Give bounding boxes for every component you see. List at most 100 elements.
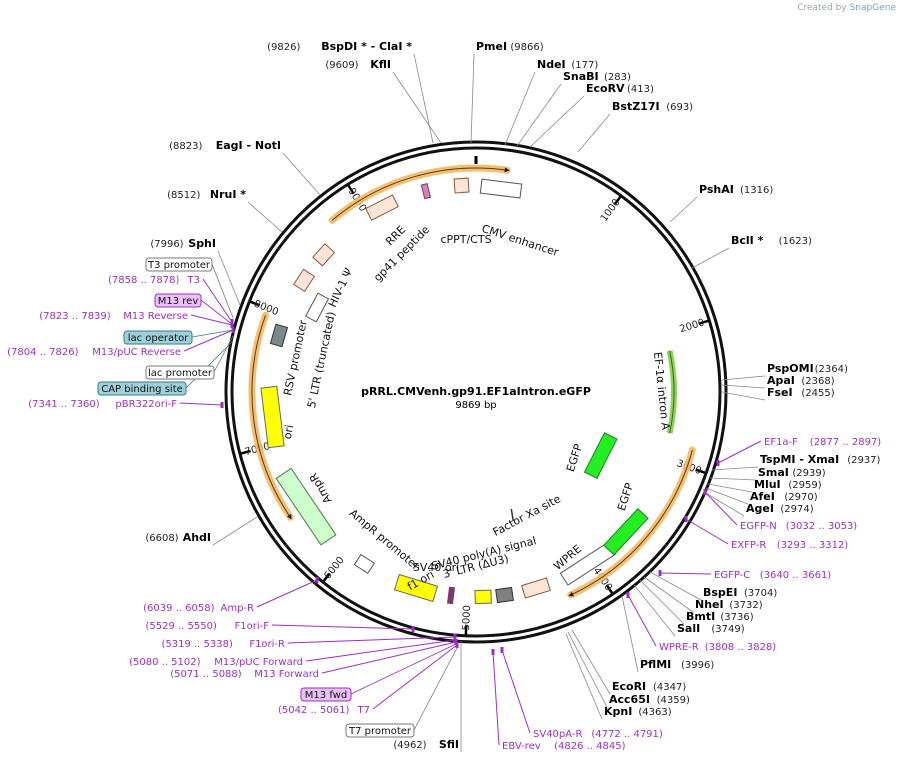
site-leader	[504, 71, 536, 146]
site-name: ApaI	[767, 374, 795, 387]
site-name: SfiI	[439, 738, 459, 751]
boxed-label-text: lac operator	[128, 333, 189, 344]
feature-label: ori	[281, 424, 296, 440]
site-leader	[565, 633, 603, 720]
primer-mark	[626, 592, 630, 598]
site-position: (4347)	[653, 682, 686, 693]
polya-shape	[495, 586, 514, 604]
primer-position: (7823 .. 7839)	[39, 311, 111, 322]
site-position: (413)	[627, 84, 654, 95]
primer-position: (4826 .. 4845)	[554, 741, 626, 752]
site-leader	[707, 483, 753, 493]
site-leader	[703, 491, 745, 517]
rsv-promoter-shape	[304, 292, 330, 323]
site-position: (9609)	[325, 60, 358, 71]
site-position: (2974)	[780, 504, 813, 515]
tick-mark	[695, 468, 706, 475]
site-position: (3736)	[720, 612, 753, 623]
primer-position: (7804 .. 7826)	[7, 347, 79, 358]
primer-position: (3640 .. 3661)	[760, 570, 832, 581]
site-position: (3996)	[681, 660, 714, 671]
site-position: (2364)	[815, 364, 848, 375]
f1ori-shape	[393, 573, 439, 603]
site-leader	[621, 595, 639, 673]
tick-label: 2000	[678, 317, 706, 335]
site-leader	[711, 466, 759, 471]
cppt-shape	[453, 177, 470, 194]
primer-leader	[321, 641, 457, 674]
primer-mark	[716, 460, 720, 466]
credit-prefix: Created by	[797, 3, 847, 13]
site-name: NdeI	[537, 58, 566, 71]
site-leader	[217, 250, 241, 306]
site-name: BmtI	[686, 610, 715, 623]
site-position: (1623)	[779, 236, 812, 247]
site-name: PspOMI	[767, 362, 814, 375]
primer-mark	[455, 642, 459, 648]
primer-position: (5080 .. 5102)	[129, 657, 201, 668]
site-leader	[212, 516, 258, 546]
primer-mark	[500, 647, 504, 653]
primer-name: T3	[187, 275, 200, 286]
primer-position: (7858 .. 7878)	[108, 275, 180, 286]
primer-name: EBV-rev	[502, 741, 541, 752]
site-name: FseI	[767, 386, 793, 399]
primer-mark	[315, 577, 319, 583]
site-leader	[669, 196, 698, 223]
site-position: (2937)	[847, 455, 880, 466]
site-position: (3704)	[744, 588, 777, 599]
factor-xa-mark	[510, 508, 515, 522]
feature-label: Factor Xa site	[491, 492, 563, 539]
primer-mark	[491, 649, 495, 655]
tick-mark	[605, 584, 614, 594]
site-name: BspDI * - ClaI *	[321, 40, 412, 53]
site-position: (9866)	[510, 42, 543, 53]
gp41-shape	[420, 183, 432, 200]
primer-mark	[684, 516, 688, 522]
box-leader	[413, 645, 459, 731]
site-position: (4962)	[393, 740, 426, 751]
site-leader	[282, 152, 321, 196]
orf-top-arrow	[331, 167, 510, 221]
egfp-inner-shape	[583, 432, 618, 480]
ef1a-arc-line	[669, 350, 675, 434]
primer-leader	[202, 278, 233, 323]
boxed-label-text: M13 rev	[158, 296, 199, 307]
site-position: (177)	[571, 60, 598, 71]
box-leader	[191, 329, 234, 338]
tick-mark	[240, 449, 251, 455]
box-leader	[211, 263, 234, 319]
snapgene-credit: Created by SnapGene	[797, 3, 896, 13]
site-leader	[571, 629, 611, 695]
site-name: MluI	[754, 478, 781, 491]
site-leader	[721, 375, 766, 381]
boxed-label-box	[300, 687, 352, 702]
boxed-label-box	[145, 257, 213, 272]
site-position: (1316)	[740, 185, 773, 196]
egfp-outer-shape	[603, 508, 649, 556]
site-name: KpnI	[604, 705, 632, 718]
site-name: TspMI - XmaI	[760, 453, 839, 466]
tick-mark	[698, 319, 709, 325]
primer-mark	[220, 402, 224, 408]
primer-name: M13 Reverse	[123, 311, 188, 322]
boxed-label-text: CAP binding site	[101, 384, 183, 395]
site-leader	[721, 384, 766, 389]
site-leader	[516, 83, 562, 147]
feature-label: CMV enhancer	[480, 222, 561, 259]
ltr3-shape	[520, 577, 551, 599]
orf-arcs	[248, 164, 696, 599]
primer-name: WPRE-R	[659, 642, 699, 653]
site-leader	[709, 477, 757, 481]
site-name: SmaI	[758, 466, 789, 479]
site-leader	[577, 113, 611, 153]
site-name: BclI *	[731, 234, 764, 247]
ori-shape	[260, 385, 285, 449]
primer-name: F1ori-F	[235, 621, 270, 632]
site-leader	[691, 247, 730, 269]
feature-label: EGFP	[615, 481, 636, 512]
primer-position: (5529 .. 5550)	[145, 621, 217, 632]
primer-leader	[627, 594, 657, 647]
primer-position: (5319 .. 5338)	[161, 639, 233, 650]
primer-leader	[492, 651, 500, 746]
